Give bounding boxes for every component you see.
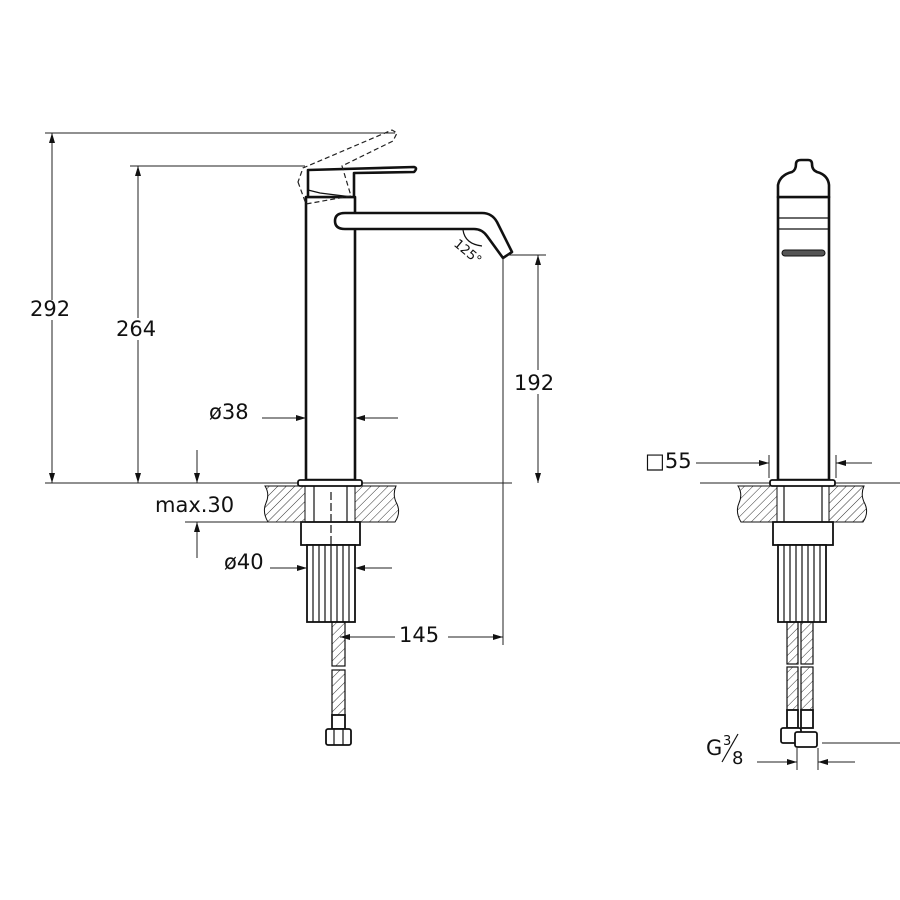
thread-numerator: 3: [723, 734, 731, 749]
lever-raised-position: [297, 129, 398, 205]
fraction-slash: [721, 733, 739, 763]
threaded-shank: [306, 544, 356, 623]
mounting-nut-front: [772, 521, 834, 546]
flexible-hose: [325, 621, 352, 746]
base-flange: [297, 479, 363, 487]
dim-max-counter-thickness: max.30: [155, 493, 234, 517]
flexible-hoses-front: [780, 621, 818, 748]
dim-spout-height: 192: [514, 371, 554, 395]
dim-body-diameter: ø38: [209, 400, 249, 424]
spout-collar: [333, 211, 355, 231]
dim-body-square: □55: [645, 449, 692, 473]
thread-prefix: G: [706, 736, 722, 760]
faucet-body-front: [776, 195, 831, 482]
lever-handle: [306, 165, 418, 199]
angle-arc: [462, 229, 483, 247]
counter-section-right: [354, 485, 400, 523]
spout-angle-label: 125°: [450, 237, 484, 269]
dim-total-height: 292: [30, 297, 70, 321]
dim-connection-thread: G 3 8: [706, 733, 743, 769]
counter-section-left: [263, 485, 306, 523]
handle-base-line: [307, 189, 353, 198]
aerator: [781, 249, 826, 257]
dim-handle-height: 264: [116, 317, 156, 341]
side-view: 125°: [30, 129, 554, 746]
threaded-shank-front: [777, 544, 827, 623]
dim-spout-reach: 145: [399, 623, 439, 647]
faucet-body: [304, 195, 357, 482]
front-view: □55 G 3 8: [645, 158, 900, 770]
thread-denominator: 8: [732, 748, 743, 769]
spout: [355, 211, 514, 260]
dim-shank-diameter: ø40: [224, 550, 264, 574]
handle-front: [776, 158, 831, 199]
